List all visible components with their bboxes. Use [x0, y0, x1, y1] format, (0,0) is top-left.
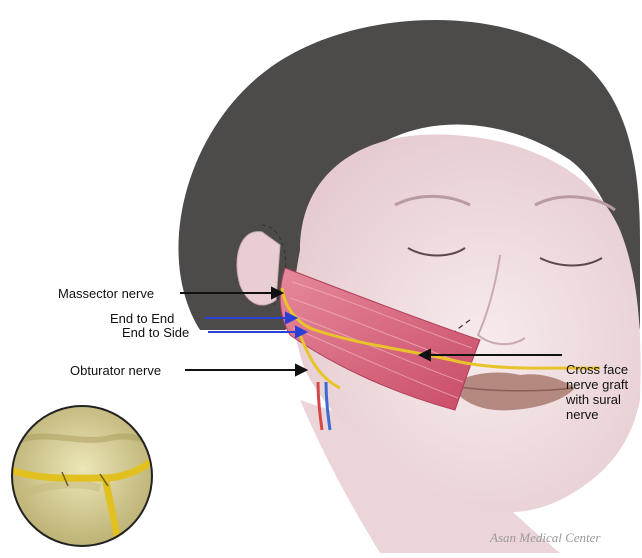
label-obturator-nerve: Obturator nerve [70, 363, 161, 378]
label-end-to-end: End to End [110, 311, 174, 326]
label-cross-face-graft: Cross face nerve graft with sural nerve [566, 362, 642, 422]
label-massector-nerve: Massector nerve [58, 286, 154, 301]
watermark-logo: Asan Medical Center [490, 530, 600, 546]
nerve-coaptation-detail-icon [10, 406, 160, 550]
pointer-obturator [185, 365, 306, 375]
label-end-to-side: End to Side [122, 325, 189, 340]
